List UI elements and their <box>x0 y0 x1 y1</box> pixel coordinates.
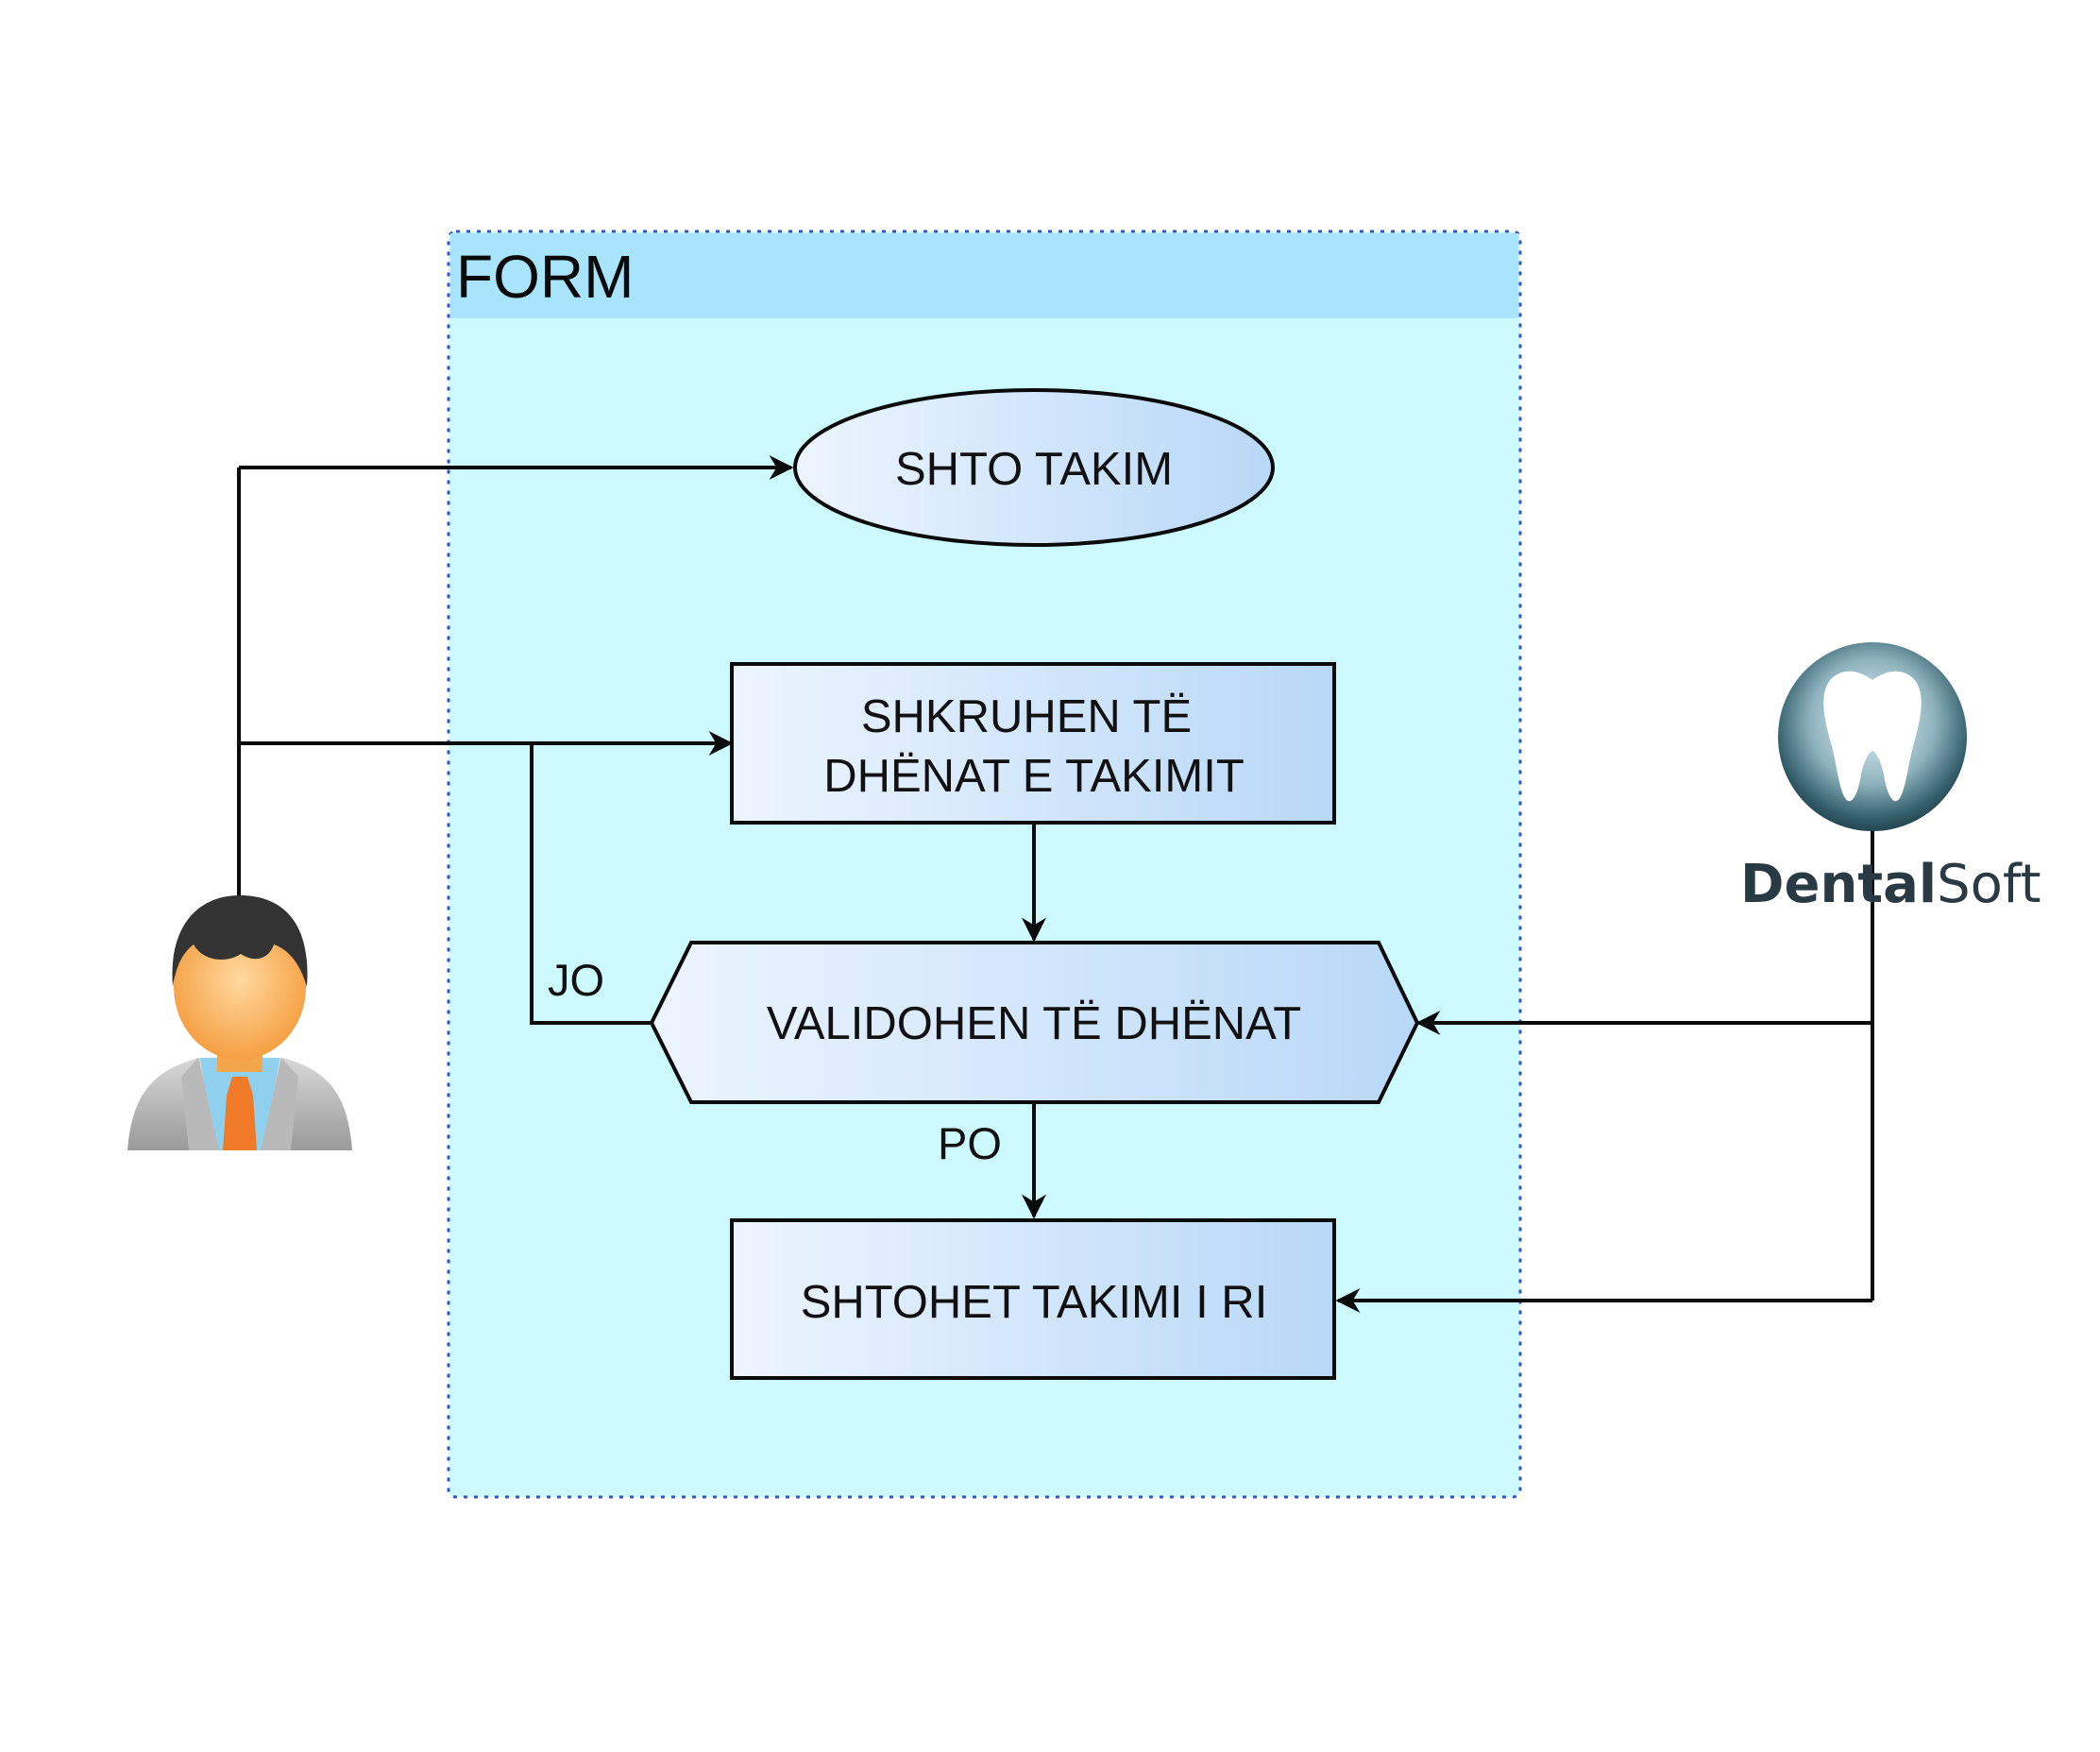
node-enter-data: SHKRUHEN TË DHËNAT E TAKIMIT <box>730 662 1336 825</box>
validate-hexagon <box>649 941 1420 1104</box>
add-new-label: SHTOHET TAKIMI I RI <box>801 1277 1268 1328</box>
pool-body <box>447 230 1522 1499</box>
pool-title: FORM <box>456 243 634 311</box>
user-avatar-icon <box>127 895 352 1150</box>
dentalsoft-logo: DentalSoft <box>1740 642 2041 915</box>
dentalsoft-bold: Dental <box>1740 854 1937 915</box>
enter-data-box <box>730 662 1336 825</box>
user-hair <box>172 895 308 987</box>
tooth-shape <box>1823 671 1922 802</box>
start-label: SHTO TAKIM <box>895 444 1173 495</box>
connectors <box>237 455 1874 1313</box>
add-new-box <box>730 1218 1336 1380</box>
form-pool: FORM <box>447 230 1522 1499</box>
validate-label: VALIDOHEN TË DHËNAT <box>767 998 1301 1049</box>
user-lapel-left <box>181 1058 219 1150</box>
user-lapel-right <box>261 1058 298 1150</box>
enter-data-label-line1: SHKRUHEN TË <box>861 691 1192 742</box>
start-ellipse <box>793 388 1275 547</box>
enter-data-label-line2: DHËNAT E TAKIMIT <box>823 751 1245 802</box>
node-add-new: SHTOHET TAKIMI I RI <box>730 1218 1336 1380</box>
edge-validate-no-loop <box>530 743 652 1025</box>
dentalsoft-light: Soft <box>1937 854 2041 915</box>
pool-header <box>450 233 1518 318</box>
dentalsoft-wordmark: DentalSoft <box>1740 854 2041 915</box>
node-start: SHTO TAKIM <box>793 388 1275 547</box>
yes-edge-label: PO <box>938 1118 1002 1168</box>
no-edge-label: JO <box>548 955 604 1005</box>
node-validate: VALIDOHEN TË DHËNAT <box>649 941 1420 1104</box>
user-tie <box>223 1077 257 1150</box>
